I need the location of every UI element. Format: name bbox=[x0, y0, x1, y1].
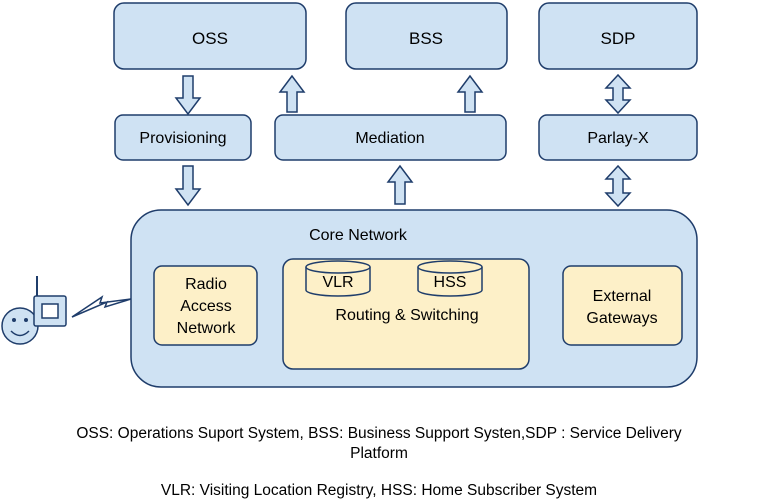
arrow-parlay-core-bidirectional bbox=[604, 164, 632, 208]
arrow-mediation-to-bss bbox=[456, 74, 484, 113]
sdp-label: SDP bbox=[601, 29, 636, 48]
abbreviation-caption-1: OSS: Operations Suport System, BSS: Busi… bbox=[0, 424, 758, 464]
parlay-x-label: Parlay-X bbox=[587, 130, 649, 147]
lightning-signal-icon bbox=[71, 295, 132, 318]
routing-switching-label: Routing & Switching bbox=[335, 307, 478, 324]
external-gateways-box: External Gateways bbox=[562, 265, 683, 346]
mobile-phone-icon bbox=[33, 276, 67, 327]
hss-label: HSS bbox=[434, 274, 467, 291]
sdp-box: SDP bbox=[538, 2, 698, 70]
gateways-line-2: Gateways bbox=[586, 310, 657, 327]
abbreviation-caption-2: VLR: Visiting Location Registry, HSS: Ho… bbox=[160, 482, 598, 499]
provisioning-label: Provisioning bbox=[139, 130, 226, 147]
abbreviation-caption-1-line-1: OSS: Operations Suport System, BSS: Busi… bbox=[76, 425, 682, 442]
vlr-database-icon: VLR bbox=[305, 260, 371, 297]
radio-access-network-box: Radio Access Network bbox=[153, 265, 258, 346]
abbreviation-caption-1-line-2: Platform bbox=[350, 445, 408, 462]
oss-box: OSS bbox=[113, 2, 307, 70]
arrow-sdp-parlay-bidirectional bbox=[604, 73, 632, 115]
arrow-provisioning-to-core bbox=[174, 165, 202, 207]
ran-line-2: Access bbox=[180, 298, 232, 315]
hss-database-icon: HSS bbox=[417, 260, 483, 297]
bss-box: BSS bbox=[345, 2, 508, 70]
arrow-oss-to-provisioning bbox=[174, 75, 202, 116]
oss-label: OSS bbox=[192, 29, 228, 48]
gateways-line-1: External bbox=[593, 288, 652, 305]
provisioning-box: Provisioning bbox=[114, 114, 252, 161]
smiley-face-icon bbox=[1, 307, 39, 345]
vlr-label: VLR bbox=[322, 274, 353, 291]
arrow-mediation-to-oss bbox=[278, 74, 306, 113]
ran-line-1: Radio bbox=[185, 276, 227, 293]
mediation-box: Mediation bbox=[274, 114, 507, 161]
ran-line-3: Network bbox=[177, 320, 237, 337]
core-network-label: Core Network bbox=[309, 227, 408, 244]
arrow-core-to-mediation bbox=[386, 164, 414, 205]
bss-label: BSS bbox=[409, 29, 443, 48]
mediation-label: Mediation bbox=[355, 130, 424, 147]
parlay-x-box: Parlay-X bbox=[538, 114, 698, 161]
